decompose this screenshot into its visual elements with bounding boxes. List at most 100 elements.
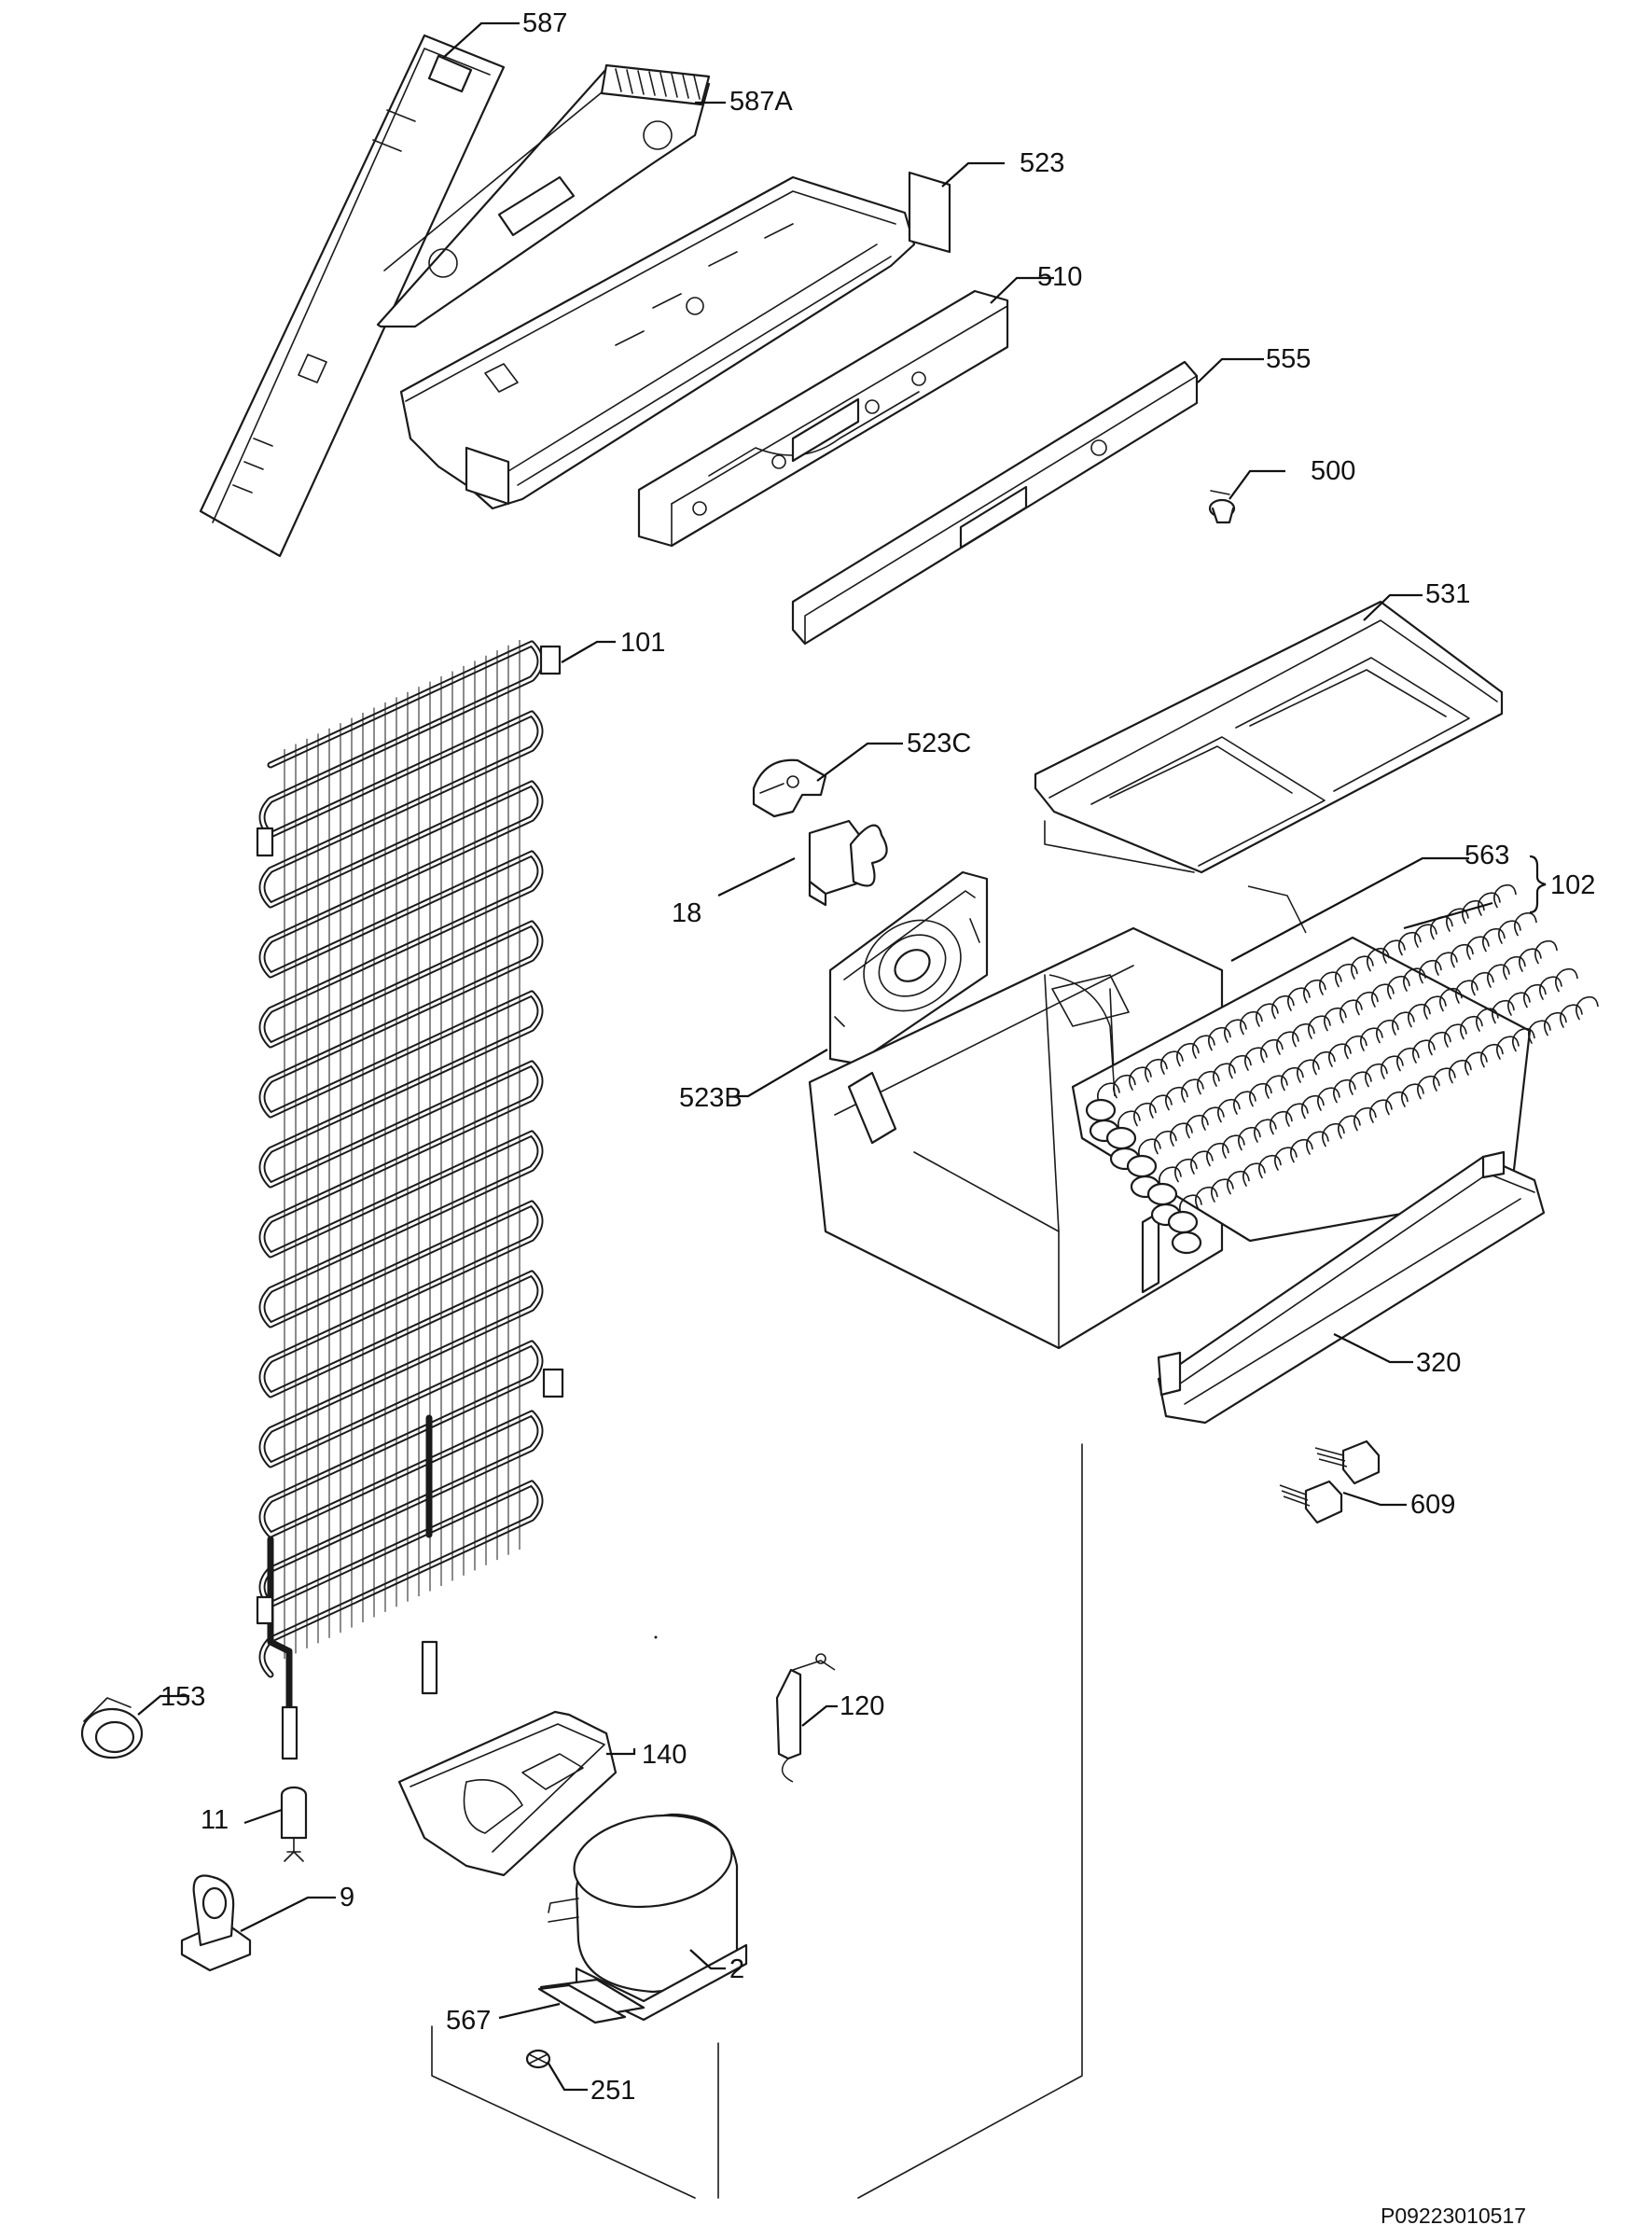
evaporator-fin xyxy=(1381,1055,1404,1079)
label-531: 531 xyxy=(1425,579,1470,609)
evaporator-fin xyxy=(1449,1059,1472,1084)
evaporator-fin xyxy=(1560,1004,1583,1028)
evaporator-fin xyxy=(1498,920,1521,944)
part-609-connectors xyxy=(1279,1439,1381,1524)
evaporator-fin xyxy=(1227,1170,1250,1195)
evaporator-fin xyxy=(1555,967,1578,993)
evaporator-fin xyxy=(1387,975,1410,1000)
evaporator-fin xyxy=(1312,1050,1336,1076)
evaporator-fin xyxy=(1192,1035,1215,1059)
evaporator-fin xyxy=(1133,1102,1157,1127)
evaporator-fin xyxy=(1190,1150,1214,1175)
evaporator-fin xyxy=(1238,1126,1261,1151)
evaporator-fin xyxy=(1201,1106,1225,1131)
evaporator-fin xyxy=(1159,1166,1182,1190)
label-567: 567 xyxy=(446,2006,491,2036)
evaporator-fin xyxy=(1285,1103,1309,1127)
evaporator-fin xyxy=(1271,994,1295,1020)
part-587a-control-housing xyxy=(376,63,711,328)
evaporator-fin xyxy=(1376,1019,1399,1044)
evaporator-fin xyxy=(1308,1015,1331,1039)
evaporator-fin xyxy=(1414,924,1437,948)
label-2: 2 xyxy=(729,1954,744,1984)
evaporator-fin xyxy=(1408,1003,1431,1028)
part-563-evaporator xyxy=(1048,883,1599,1255)
evaporator-fin xyxy=(1224,1019,1247,1043)
evaporator-fin xyxy=(1129,1066,1152,1091)
evaporator-tube-end xyxy=(1105,1126,1137,1150)
part-11-drier xyxy=(280,1786,308,1862)
diagram-reference: P09223010517 xyxy=(1381,2204,1526,2228)
label-101: 101 xyxy=(620,628,665,658)
label-140: 140 xyxy=(642,1740,687,1770)
label-523: 523 xyxy=(1020,148,1064,178)
part-251-foot xyxy=(525,2049,551,2069)
part-531-cover xyxy=(1034,600,1504,874)
part-153-grommet xyxy=(80,1697,144,1759)
part-102-evaporator-tray xyxy=(808,926,1224,1350)
evaporator-fin xyxy=(1170,1122,1193,1147)
evaporator-fin xyxy=(1444,1023,1467,1048)
evaporator-fin xyxy=(1507,992,1531,1016)
part-320-rail xyxy=(1157,1150,1546,1425)
part-18-fan-motor xyxy=(808,819,888,907)
evaporator-fin xyxy=(1097,1082,1120,1106)
evaporator-fin xyxy=(1369,1099,1393,1123)
evaporator-fin xyxy=(1446,908,1469,932)
evaporator-fin xyxy=(1174,1158,1198,1183)
label-587: 587 xyxy=(522,8,567,38)
evaporator-fin xyxy=(1176,1042,1200,1067)
evaporator-fin xyxy=(1455,980,1478,1004)
part-567-plate xyxy=(537,1983,627,2024)
evaporator-fin xyxy=(1338,1115,1361,1139)
evaporator-tube-end xyxy=(1146,1182,1178,1206)
evaporator-fin xyxy=(1493,883,1517,909)
evaporator-fin xyxy=(1217,1098,1241,1123)
label-555: 555 xyxy=(1266,344,1311,374)
evaporator-fin xyxy=(1197,1070,1220,1095)
evaporator-fin xyxy=(1222,1134,1245,1159)
evaporator-fin xyxy=(1301,1094,1325,1120)
evaporator-fin xyxy=(1512,1027,1535,1052)
evaporator-fin xyxy=(1229,1054,1252,1079)
evaporator-fin xyxy=(1297,1059,1320,1083)
evaporator-fin xyxy=(1344,1035,1367,1060)
evaporator-fin xyxy=(1328,1043,1352,1067)
evaporator-fin xyxy=(1319,971,1342,995)
evaporator-fin xyxy=(1211,1178,1234,1203)
part-101-condenser-coil xyxy=(256,640,564,1760)
evaporator-fin xyxy=(1514,911,1537,937)
evaporator-fin xyxy=(1412,1039,1436,1064)
label-9: 9 xyxy=(340,1883,354,1912)
evaporator-fin xyxy=(1349,1071,1372,1095)
evaporator-tube-end xyxy=(1085,1098,1117,1122)
evaporator-fin xyxy=(1365,1063,1388,1088)
evaporator-fin xyxy=(1398,931,1422,956)
evaporator-fin xyxy=(1322,1122,1345,1147)
evaporator-fin xyxy=(1435,952,1458,976)
part-555-overlay-strip xyxy=(791,360,1199,646)
evaporator-fin xyxy=(1528,1020,1551,1044)
evaporator-fin xyxy=(1419,959,1442,984)
label-320: 320 xyxy=(1416,1348,1461,1378)
evaporator-fin xyxy=(1256,1003,1279,1027)
cabinet-outline xyxy=(431,1443,1083,2199)
evaporator-fin xyxy=(1265,1075,1288,1099)
label-251: 251 xyxy=(590,2076,635,2106)
evaporator-fin xyxy=(1351,955,1374,980)
evaporator-tube-end xyxy=(1167,1210,1199,1234)
evaporator-fin xyxy=(1208,1026,1231,1051)
label-18: 18 xyxy=(672,898,701,928)
evaporator-tube-end xyxy=(1126,1154,1158,1178)
evaporator-fin xyxy=(1466,936,1490,960)
evaporator-fin xyxy=(1240,1010,1263,1036)
evaporator-fin xyxy=(1480,1043,1504,1068)
evaporator-fin xyxy=(1276,1031,1299,1055)
part-523c-clip xyxy=(752,758,827,818)
part-2-compressor xyxy=(539,1813,748,2022)
evaporator-fin xyxy=(1270,1110,1293,1135)
evaporator-fin xyxy=(1534,939,1558,965)
evaporator-fin xyxy=(1233,1091,1256,1115)
evaporator-fin xyxy=(1482,927,1506,953)
